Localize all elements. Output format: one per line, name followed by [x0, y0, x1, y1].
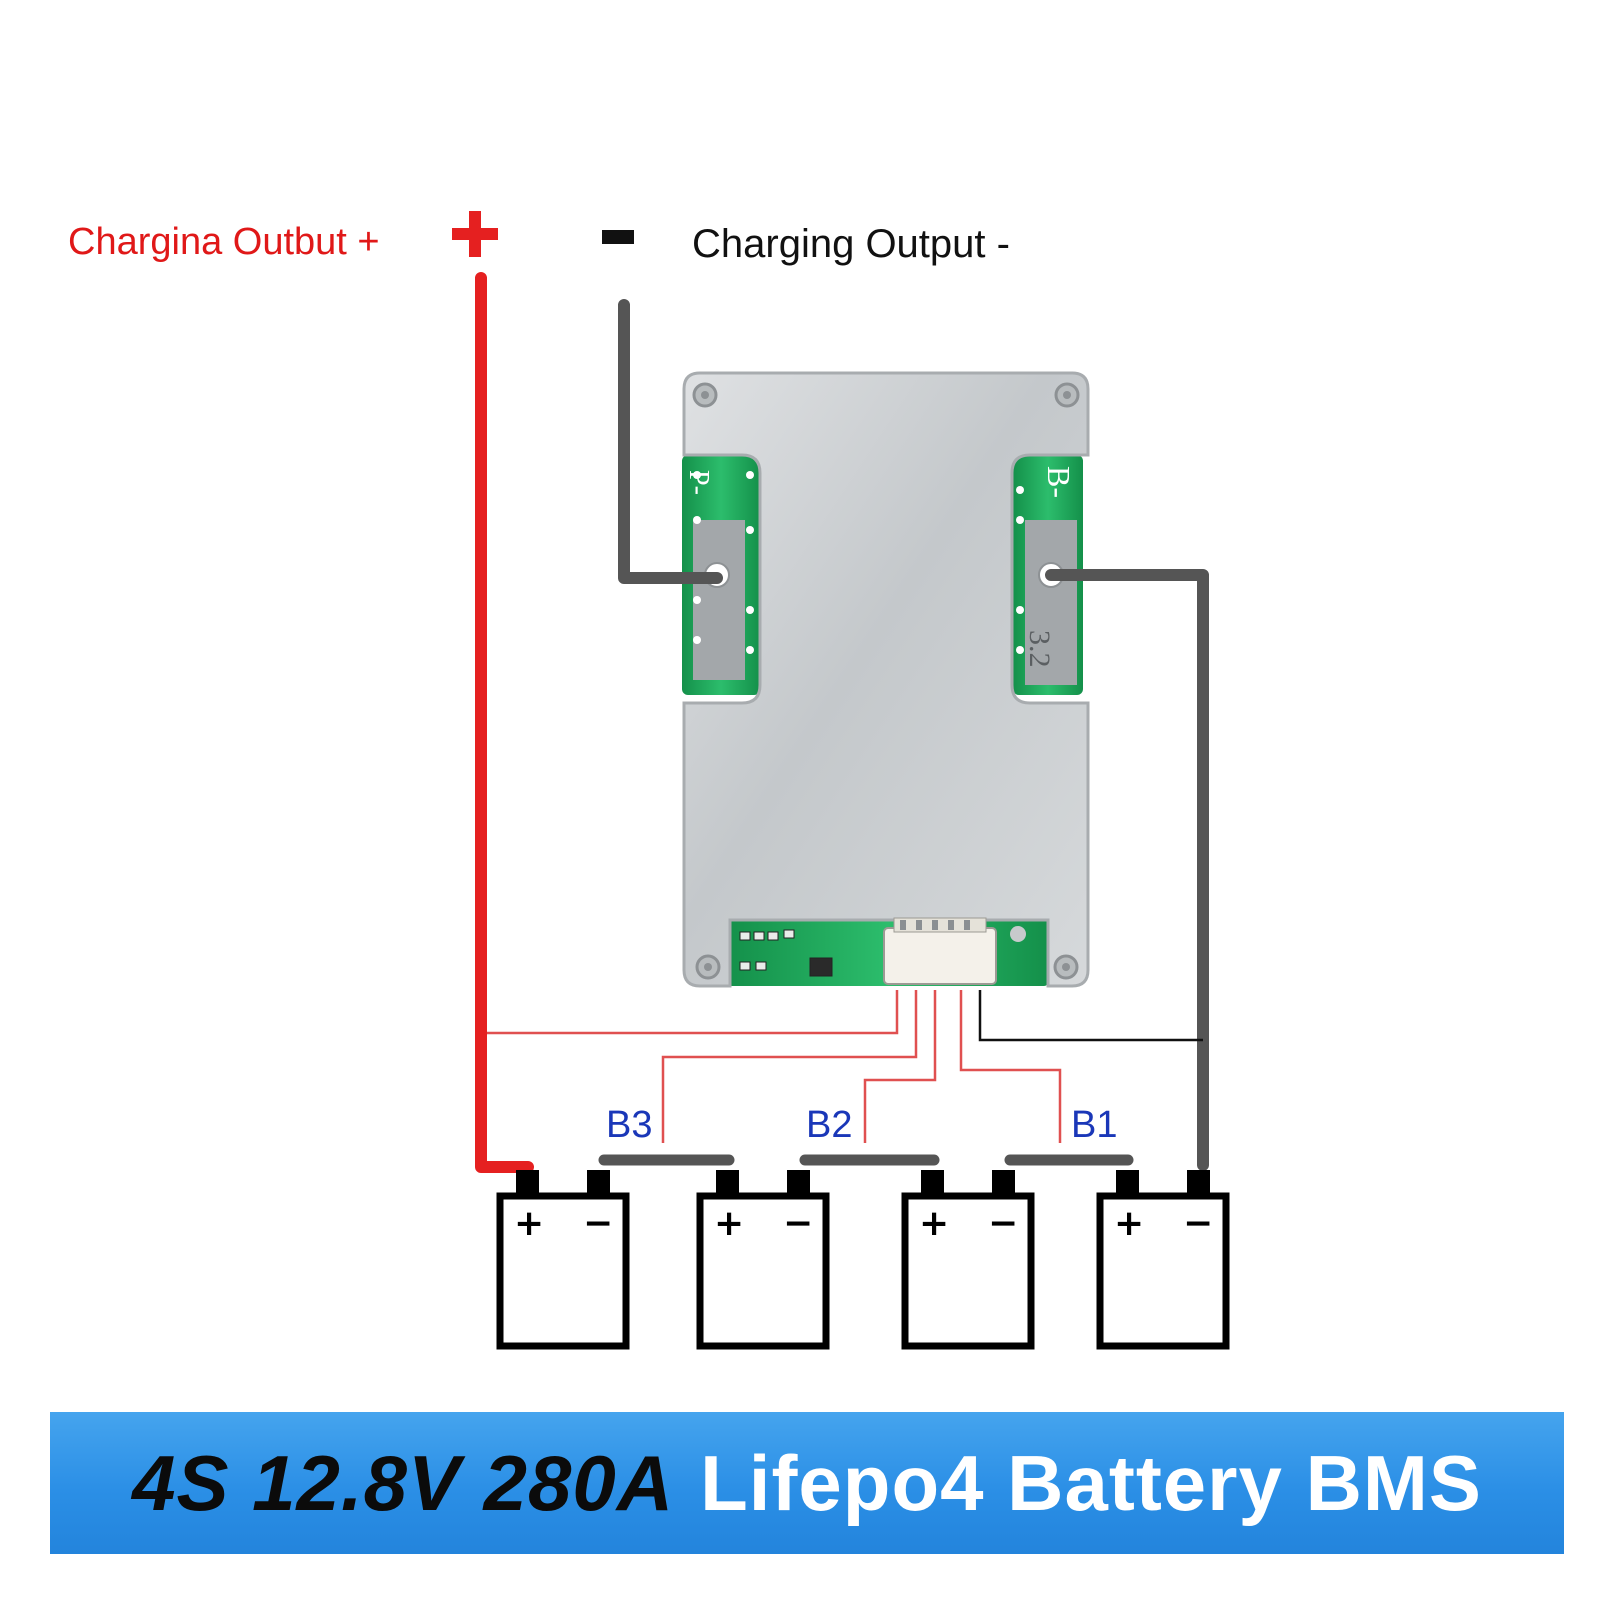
cell-negative-sign: − — [1183, 1203, 1213, 1244]
charging-output-negative-label: Charging Output - — [692, 222, 1010, 266]
battery-cell-icon: + − — [901, 1170, 1035, 1350]
product-banner: 4S 12.8V 280A Lifepo4 Battery BMS — [50, 1412, 1564, 1554]
battery-cell-icon: + − — [696, 1170, 830, 1350]
pad-vias — [1016, 486, 1024, 654]
p-minus-pad-label: P- — [683, 470, 714, 495]
cell-positive-sign: + — [919, 1203, 949, 1244]
b-minus-wire — [1045, 569, 1209, 1171]
b2-label: B2 — [806, 1104, 852, 1146]
cell-positive-sign: + — [714, 1203, 744, 1244]
negative-terminal-icon — [602, 230, 634, 244]
screw-icon — [1053, 954, 1079, 980]
cell-negative-sign: − — [988, 1203, 1018, 1244]
banner-product-text: Lifepo4 Battery BMS — [700, 1438, 1482, 1527]
charging-output-positive-label: Chargina Outbut + — [68, 221, 380, 263]
cell-negative-sign: − — [783, 1203, 813, 1244]
battery-cell-icon: + − — [1096, 1170, 1230, 1350]
p-minus-wire — [618, 299, 723, 584]
positive-main-wire — [475, 272, 534, 1173]
board-revision-label: 3.2 — [1023, 630, 1056, 668]
heatsink-shield — [682, 371, 1090, 988]
b3-label: B3 — [606, 1104, 652, 1146]
pad-vias — [693, 471, 754, 654]
screw-icon — [1054, 382, 1080, 408]
b-minus-pad — [1025, 520, 1077, 685]
screw-icon — [695, 954, 721, 980]
cell-positive-sign: + — [514, 1203, 544, 1244]
balance-connector — [883, 917, 997, 985]
cell-positive-sign: + — [1114, 1203, 1144, 1244]
test-point — [1010, 926, 1026, 942]
bms-board: P- B- 3.2 — [682, 371, 1090, 988]
battery-cell-icon: + − — [496, 1170, 630, 1350]
p-minus-pad — [693, 520, 745, 680]
b-minus-pad-label: B- — [1041, 466, 1077, 498]
balance-wires — [487, 990, 1203, 1143]
b1-label: B1 — [1071, 1104, 1117, 1146]
screw-icon — [692, 382, 718, 408]
banner-spec-text: 4S 12.8V 280A — [132, 1438, 675, 1527]
smd-components — [739, 929, 833, 977]
cell-negative-sign: − — [583, 1203, 613, 1244]
positive-terminal-icon — [452, 211, 498, 257]
